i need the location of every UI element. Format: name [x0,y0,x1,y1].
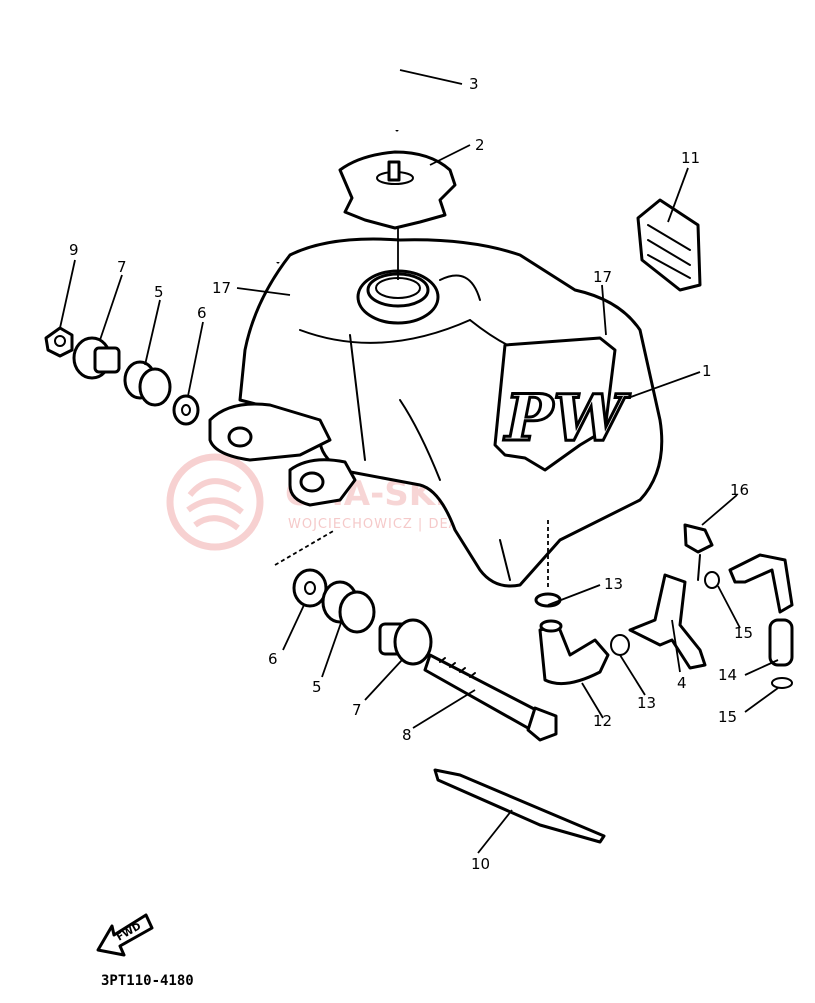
callout-5-left: 5 [154,283,164,301]
callout-2: 2 [475,136,485,154]
callout-leader-lines [59,69,779,854]
callout-8: 8 [402,726,412,744]
forward-direction-arrow: FWD [96,913,154,957]
callout-15-upper: 15 [734,624,753,642]
part-2-fuel-cap [338,150,457,280]
callout-14: 14 [718,666,737,684]
callout-6-right: 6 [268,650,278,668]
callout-7-left: 7 [117,258,127,276]
callout-10: 10 [471,855,490,873]
fuel-petcock-assembly [534,520,794,689]
part-3-breather-hose [275,28,400,264]
callout-labels: 3 2 1 11 17 17 9 7 5 6 6 5 7 8 12 13 13 … [69,75,753,873]
callout-7-right: 7 [352,701,362,719]
callout-15-lower: 15 [718,708,737,726]
callout-12: 12 [593,712,612,730]
callout-3: 3 [469,75,479,93]
part-10-seal-strip [433,768,606,844]
tank-logo-text: PW [503,381,631,456]
callout-9: 9 [69,241,79,259]
callout-1: 1 [702,362,712,380]
callout-4: 4 [677,674,687,692]
callout-17-tank: 17 [212,279,231,297]
left-mount-hardware [44,326,200,426]
part-1-fuel-tank: PW [208,237,664,588]
callout-5-right: 5 [312,678,322,696]
callout-6-left: 6 [197,304,207,322]
part-11-gasket [636,198,702,292]
right-mount-hardware [274,529,558,742]
callout-17-logo: 17 [593,268,612,286]
diagram-part-code: 3PT110-4180 [101,973,194,989]
callout-13-lower: 13 [637,694,656,712]
callout-13-upper: 13 [604,575,623,593]
callout-11: 11 [681,149,700,167]
callout-16: 16 [730,481,749,499]
